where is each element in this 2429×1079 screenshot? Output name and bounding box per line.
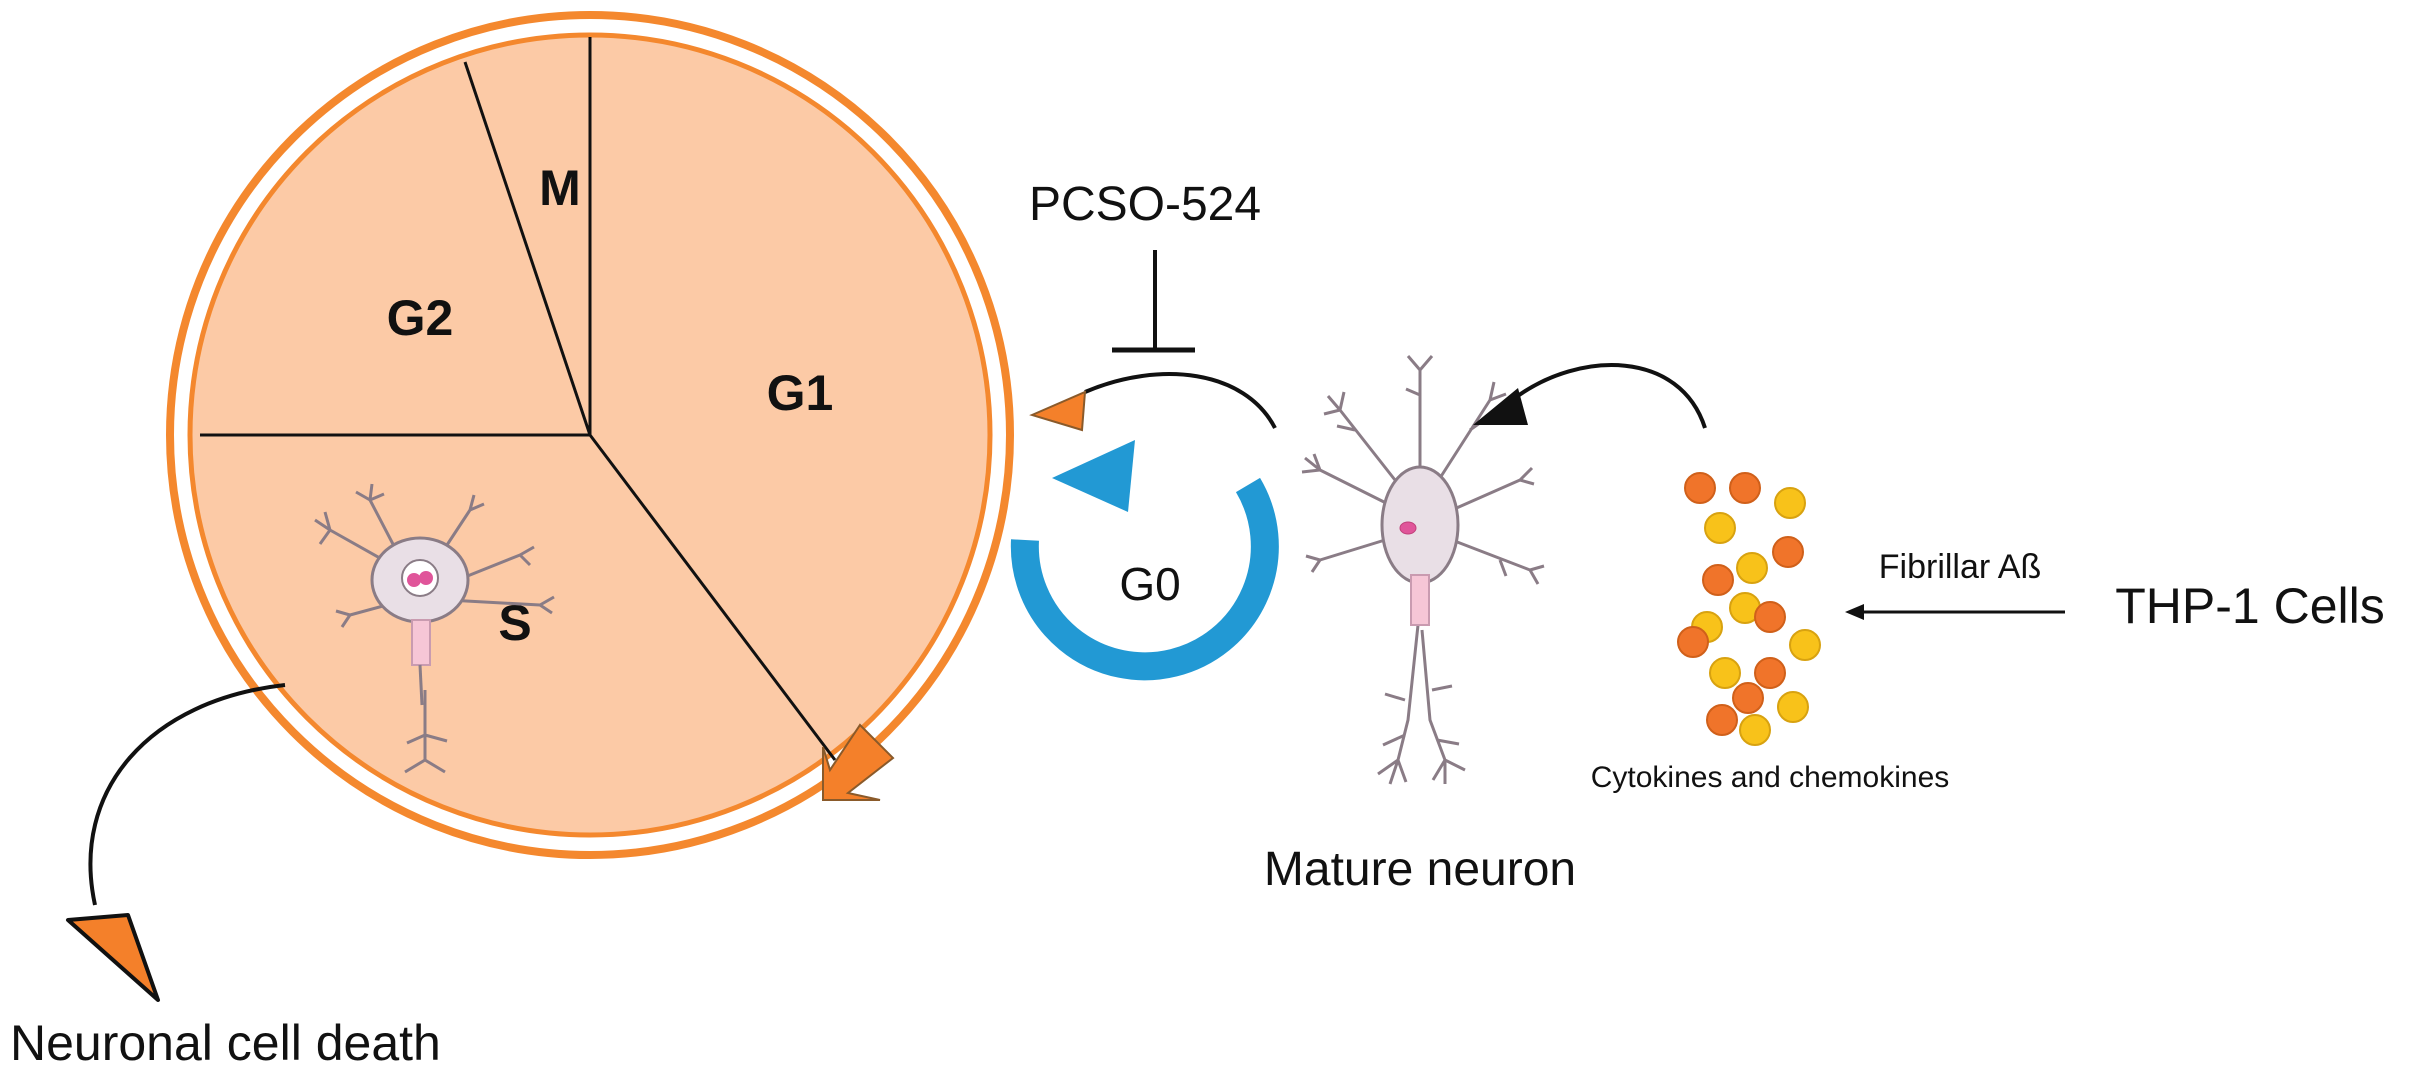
g1-to-s-arrow bbox=[822, 723, 895, 801]
cytokine-to-neuron-arrow-line bbox=[1513, 363, 1707, 429]
cytokine-dot bbox=[1709, 657, 1741, 689]
cytokine-dot bbox=[1702, 564, 1734, 596]
cytokine-dot bbox=[1677, 626, 1709, 658]
phase-label-m: M bbox=[539, 160, 581, 216]
cytokine-dot bbox=[1736, 552, 1768, 584]
cell-death-label: Neuronal cell death bbox=[10, 1015, 441, 1071]
re-entry-arrowhead bbox=[1029, 390, 1087, 432]
mature-neuron-label: Mature neuron bbox=[1264, 843, 1576, 896]
cytokine-dot bbox=[1739, 714, 1771, 746]
cytokine-dots bbox=[1677, 472, 1821, 746]
cytokine-dot bbox=[1732, 682, 1764, 714]
cytokine-dot bbox=[1774, 487, 1806, 519]
g0-label: G0 bbox=[1119, 558, 1180, 610]
stimulus-arrowhead bbox=[1845, 604, 1864, 620]
mature-neuron-icon bbox=[1301, 355, 1545, 785]
cell-cycle-wheel: M G2 G1 S bbox=[166, 11, 1014, 859]
stimulus-label: Fibrillar Aß bbox=[1879, 548, 2041, 586]
g0-cycle-arrow bbox=[1010, 440, 1279, 681]
cytokine-dot bbox=[1706, 704, 1738, 736]
cytokine-to-neuron-arrowhead bbox=[1473, 388, 1528, 425]
cytokine-dot bbox=[1684, 472, 1716, 504]
re-entry-arrow-line bbox=[1084, 372, 1277, 429]
cytokine-dot bbox=[1777, 691, 1809, 723]
cell-death-arrow bbox=[66, 683, 286, 1002]
cytokine-dot bbox=[1704, 512, 1736, 544]
inhibitor-label: PCSO-524 bbox=[1029, 178, 1261, 231]
cytokine-dot bbox=[1772, 536, 1804, 568]
cytokine-dot bbox=[1754, 601, 1786, 633]
cytokine-dot bbox=[1754, 657, 1786, 689]
dividing-neuron-icon bbox=[314, 483, 555, 774]
phase-label-g1: G1 bbox=[767, 365, 834, 421]
divider-g2-m bbox=[463, 61, 592, 436]
cytokine-dot bbox=[1789, 629, 1821, 661]
divider-g1-s bbox=[588, 434, 837, 761]
outer-ring bbox=[166, 11, 1014, 859]
source-cells-label: THP-1 Cells bbox=[2115, 578, 2384, 634]
cytokine-dot bbox=[1729, 472, 1761, 504]
phase-label-g2: G2 bbox=[387, 290, 454, 346]
cytokines-label: Cytokines and chemokines bbox=[1591, 761, 1950, 794]
